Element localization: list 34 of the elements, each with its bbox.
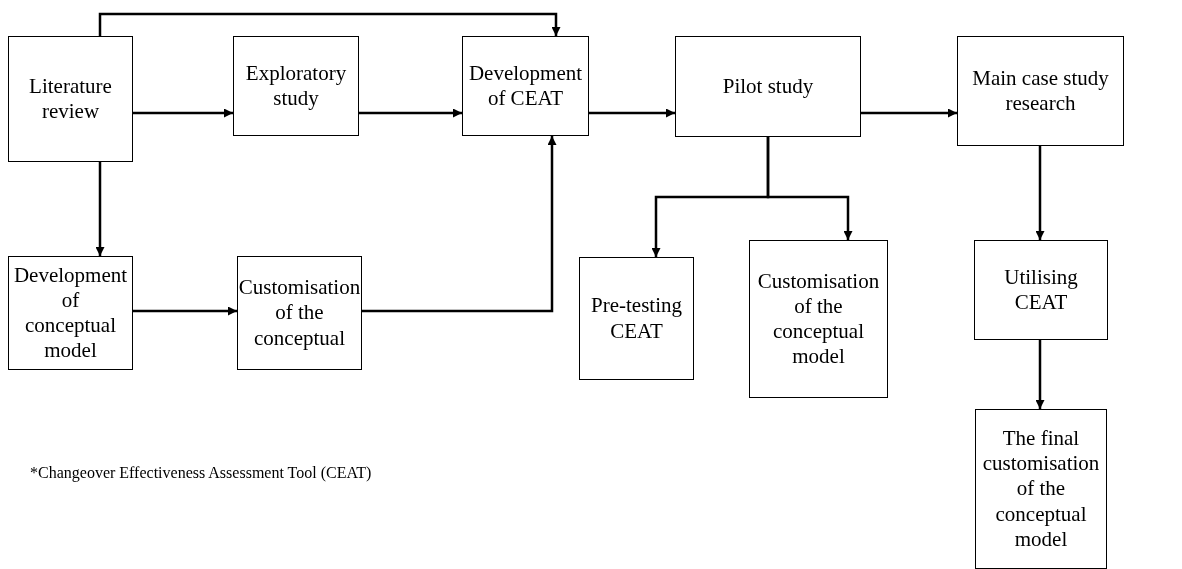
box-text: Exploratory study [244,60,348,112]
process-box [957,36,1124,146]
box-text: Pre-testing CEAT [590,293,683,344]
arrow [98,12,561,36]
box-text: Development of conceptual model [13,262,128,364]
process-box [675,36,861,137]
arrow [1035,340,1045,409]
footnote: *Changeover Effectiveness Assessment Tool (CEAT) [30,464,372,482]
process-box [462,36,589,136]
process-box [8,256,133,370]
arrow [861,108,957,118]
process-box [749,240,888,398]
box-text: Customisation of the conceptual model [756,268,881,370]
process-box [237,256,362,370]
arrow [95,162,105,256]
arrow [133,108,233,118]
box-text: Customisation of the conceptual [238,275,361,351]
box-text: Literature review [28,73,113,125]
process-box [975,409,1107,569]
process-box [579,257,694,380]
box-text: Utilising CEAT [1003,264,1079,316]
arrow [133,306,237,316]
arrow [589,108,675,118]
process-box [233,36,359,136]
process-box [8,36,133,162]
box-text: Main case study research [971,65,1110,117]
box-text: Pilot study [722,73,814,100]
arrow [1035,146,1045,240]
arrow [359,108,462,118]
box-text: Development of CEAT [468,60,583,112]
arrow [362,136,557,313]
box-text: The final customisation of the conceptual model [982,426,1100,552]
arrow [766,137,853,240]
process-box [974,240,1108,340]
